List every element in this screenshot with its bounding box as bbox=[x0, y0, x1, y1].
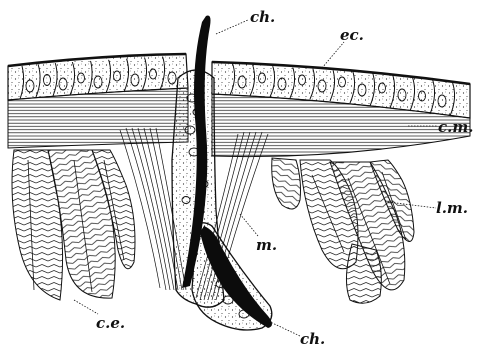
label-longitudinal-muscle: l.m. bbox=[436, 199, 468, 217]
label-chaeta-top: ch. bbox=[250, 8, 275, 26]
label-chaeta-bottom: ch. bbox=[300, 330, 325, 348]
body-wall-right bbox=[212, 62, 470, 157]
label-coelomic-epithelium: c.e. bbox=[96, 314, 125, 332]
label-muscle: m. bbox=[256, 236, 277, 254]
label-ectoderm: ec. bbox=[340, 26, 364, 44]
label-circular-muscle: c.m. bbox=[438, 118, 473, 136]
body-wall-left bbox=[8, 54, 188, 148]
